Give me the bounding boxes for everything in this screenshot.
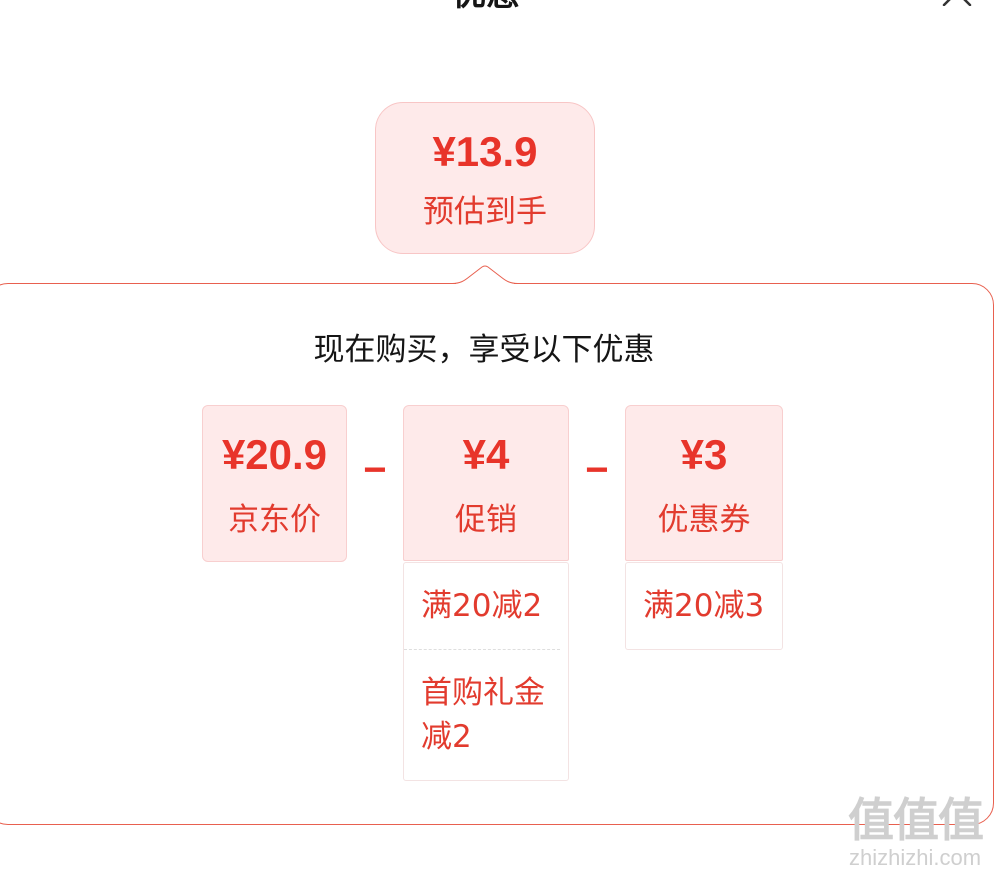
- coupon-detail-item: 满20减3: [643, 588, 765, 624]
- estimated-price: ¥13.9: [432, 128, 538, 175]
- page-title: 优惠: [0, 0, 972, 14]
- watermark-site: zhizhizhi.com: [849, 845, 982, 870]
- coupon-amount: ¥3: [680, 431, 728, 478]
- jd-price-card: ¥20.9 京东价: [202, 405, 347, 562]
- coupon-label: 优惠券: [657, 502, 751, 538]
- promotion-detail-item: 满20减2: [421, 588, 543, 624]
- panel-pointer: [452, 265, 518, 286]
- promotion-card: ¥4 促销: [403, 405, 569, 561]
- coupon-detail-list: 满20减3: [625, 562, 783, 650]
- promotion-label: 促销: [455, 502, 517, 538]
- jd-price: ¥20.9: [221, 431, 328, 478]
- minus-operator: −: [363, 448, 387, 492]
- promotion-detail-list: 满20减2 首购礼金减2: [403, 562, 569, 781]
- watermark-logo: 值值值: [848, 793, 984, 847]
- panel-heading: 现在购买，享受以下优惠: [313, 332, 655, 368]
- jd-price-label: 京东价: [228, 502, 321, 538]
- minus-operator: −: [585, 448, 609, 492]
- estimated-price-box: ¥13.9 预估到手: [375, 102, 595, 254]
- coupon-card: ¥3 优惠券: [625, 405, 783, 561]
- close-icon[interactable]: [938, 0, 974, 6]
- estimated-price-label: 预估到手: [423, 194, 547, 230]
- promotion-detail-item: 首购礼金减2: [404, 649, 560, 780]
- promotion-amount: ¥4: [462, 431, 510, 478]
